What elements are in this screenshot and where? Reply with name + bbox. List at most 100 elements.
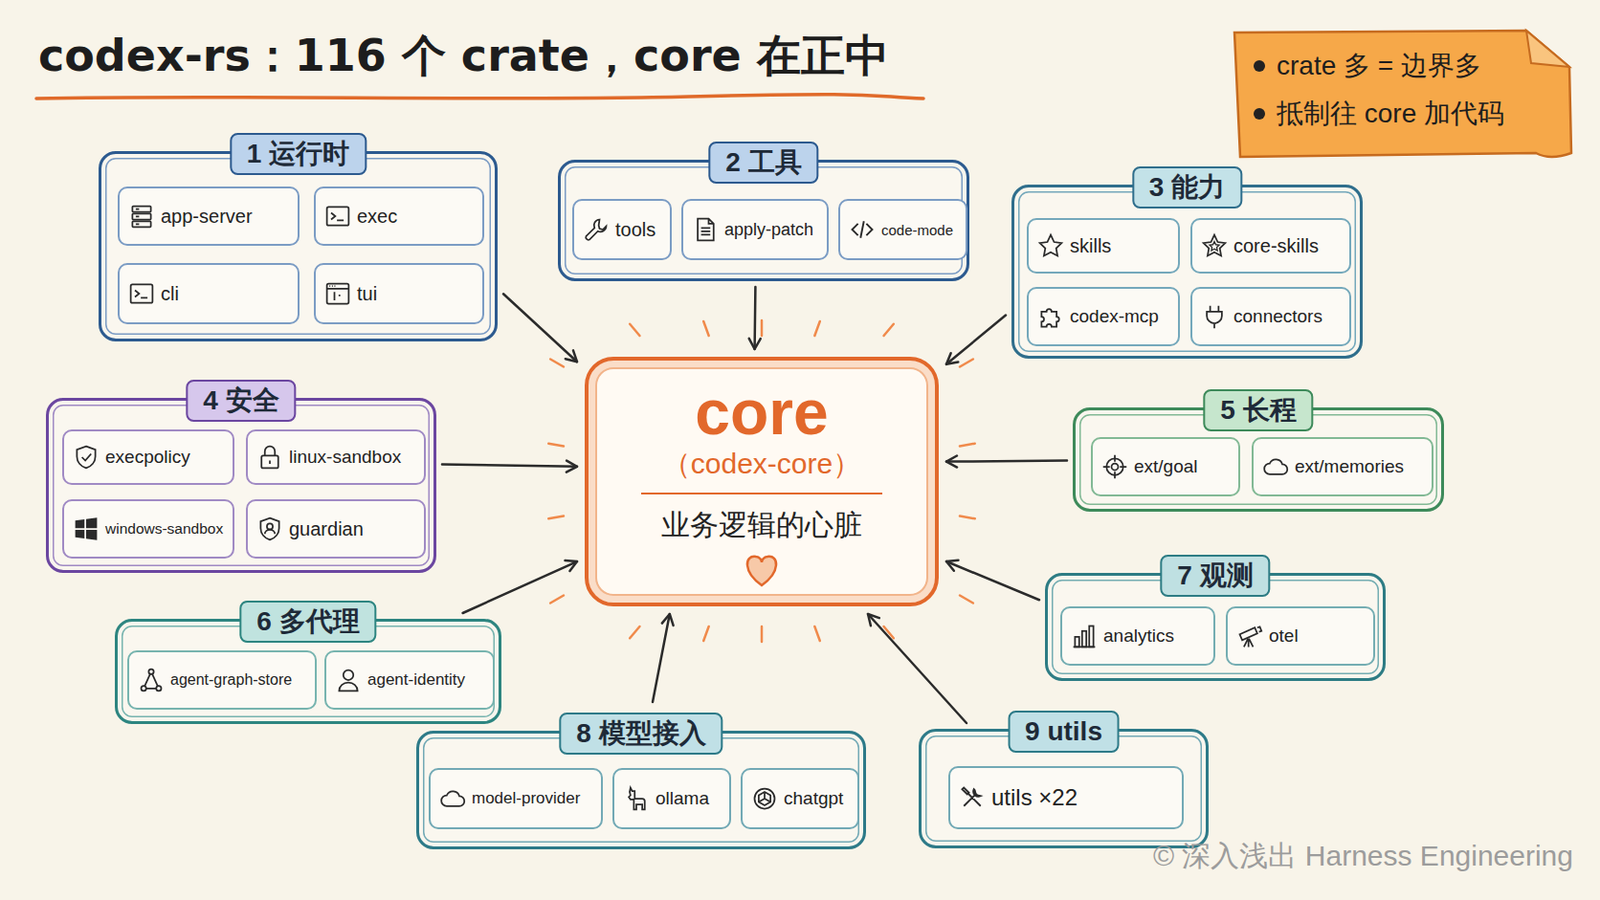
group-heading: 2 工具 bbox=[708, 141, 819, 184]
crate-name: utils ×22 bbox=[991, 784, 1078, 812]
dependency-arrow bbox=[753, 287, 756, 350]
crate-group: agent-graph-storeagent-identity6 多代理 bbox=[114, 619, 502, 725]
core-ray bbox=[959, 515, 976, 519]
core-ray bbox=[550, 358, 564, 367]
crate-name: ext/goal bbox=[1133, 456, 1199, 478]
crate-name: windows-sandbox bbox=[105, 520, 223, 538]
crate-box: cli bbox=[117, 263, 300, 325]
crate-name: connectors bbox=[1233, 306, 1323, 328]
dependency-arrow bbox=[946, 561, 1040, 600]
crate-box: agent-graph-store bbox=[127, 650, 317, 711]
group-heading: 8 模型接入 bbox=[558, 712, 723, 756]
crate-group: skillscore-skillscodex-mcpconnectors3 能力 bbox=[1011, 184, 1363, 359]
icon-glyph bbox=[628, 788, 645, 811]
crate-icon bbox=[137, 666, 165, 694]
core-fill bbox=[584, 356, 939, 607]
dependency-arrow bbox=[442, 465, 578, 467]
icon-glyph bbox=[441, 791, 465, 807]
dependency-arrow bbox=[946, 461, 1067, 463]
crate-icon bbox=[1236, 622, 1264, 650]
crate-box: ext/goal bbox=[1090, 437, 1241, 497]
crate-icon bbox=[334, 666, 362, 694]
crate-name: model-provider bbox=[471, 789, 580, 809]
core-ray bbox=[548, 444, 564, 447]
group-heading: 1 运行时 bbox=[229, 133, 367, 176]
icon-glyph bbox=[327, 284, 350, 305]
core-ray bbox=[814, 626, 820, 642]
dependency-arrow bbox=[867, 614, 967, 724]
icon-glyph bbox=[755, 789, 776, 810]
crate-box: linux-sandbox bbox=[245, 429, 426, 486]
bullet-dot bbox=[1253, 108, 1266, 120]
crate-name: cli bbox=[160, 283, 179, 306]
crate-icon bbox=[1037, 232, 1065, 260]
note-paper bbox=[1234, 30, 1572, 157]
crate-box: ollama bbox=[612, 768, 732, 830]
crate-box: model-provider bbox=[428, 768, 603, 830]
crate-name: ext/memories bbox=[1294, 456, 1404, 478]
group-heading: 9 utils bbox=[1007, 711, 1120, 754]
crate-icon bbox=[324, 202, 352, 230]
crate-group: ext/goalext/memories5 长程 bbox=[1072, 407, 1445, 512]
dependency-arrow bbox=[503, 293, 578, 362]
crate-box: app-server bbox=[117, 186, 300, 246]
icon-glyph bbox=[1073, 626, 1096, 648]
crate-name: tui bbox=[356, 283, 378, 306]
crate-name: skills bbox=[1069, 235, 1112, 258]
icon-glyph bbox=[962, 788, 981, 807]
title-underline bbox=[36, 94, 924, 99]
crate-name: code-mode bbox=[881, 222, 954, 239]
crate-box: execpolicy bbox=[62, 429, 235, 486]
crate-box: chatgpt bbox=[740, 768, 860, 830]
crate-icon bbox=[128, 202, 156, 230]
core-rays bbox=[548, 320, 976, 643]
icon-glyph bbox=[1264, 459, 1288, 475]
crate-group: toolsapply-patchcode-mode2 工具 bbox=[557, 159, 970, 282]
crate-icon bbox=[439, 785, 467, 813]
dependency-arrow bbox=[652, 614, 670, 703]
crate-name: codex-mcp bbox=[1069, 306, 1159, 328]
crate-icon bbox=[848, 216, 876, 244]
icon-glyph bbox=[1040, 235, 1063, 257]
core-crate: （codex-core） bbox=[641, 446, 883, 495]
icon-glyph bbox=[132, 206, 151, 228]
crate-box: utils ×22 bbox=[948, 766, 1184, 830]
note-fold bbox=[1526, 30, 1570, 67]
core-name: core bbox=[694, 377, 828, 447]
crate-box: analytics bbox=[1060, 606, 1216, 667]
group-heading: 4 安全 bbox=[185, 379, 296, 423]
core-ray bbox=[760, 626, 764, 643]
core-ray bbox=[548, 515, 564, 519]
watermark: © 深入浅出 Harness Engineering bbox=[1153, 838, 1574, 875]
core-ray bbox=[703, 321, 709, 336]
crate-name: guardian bbox=[288, 518, 364, 541]
note-text: 抵制往 core 加代码 bbox=[1276, 96, 1505, 132]
crate-icon bbox=[958, 784, 986, 812]
crate-icon bbox=[582, 216, 610, 244]
group-heading: 7 观测 bbox=[1159, 555, 1270, 598]
note-text: crate 多 = 边界多 bbox=[1276, 48, 1482, 84]
crate-box: tools bbox=[572, 199, 672, 261]
crate-icon bbox=[1037, 303, 1065, 331]
crate-box: tui bbox=[313, 263, 485, 325]
icon-glyph bbox=[1240, 626, 1263, 647]
core-ray bbox=[959, 358, 974, 367]
crate-name: ollama bbox=[655, 788, 710, 810]
icon-glyph bbox=[338, 670, 357, 692]
crate-name: exec bbox=[356, 205, 398, 228]
icon-glyph bbox=[75, 517, 98, 541]
icon-glyph bbox=[1041, 309, 1059, 327]
crate-group: execpolicylinux-sandbox windows-sandbox gu… bbox=[45, 398, 437, 574]
crate-icon bbox=[622, 785, 650, 813]
dependency-arrow bbox=[946, 315, 1006, 365]
crate-box: otel bbox=[1225, 606, 1376, 667]
crate-icon bbox=[691, 216, 719, 244]
crate-icon bbox=[1070, 622, 1098, 650]
crate-box: connectors bbox=[1190, 287, 1352, 347]
crate-box: apply-patch bbox=[681, 199, 829, 261]
crate-icon bbox=[128, 280, 156, 308]
core-ray bbox=[550, 596, 564, 604]
crate-box: code-mode bbox=[838, 199, 968, 261]
group-heading: 6 多代理 bbox=[239, 600, 377, 644]
core-ray bbox=[629, 324, 640, 336]
